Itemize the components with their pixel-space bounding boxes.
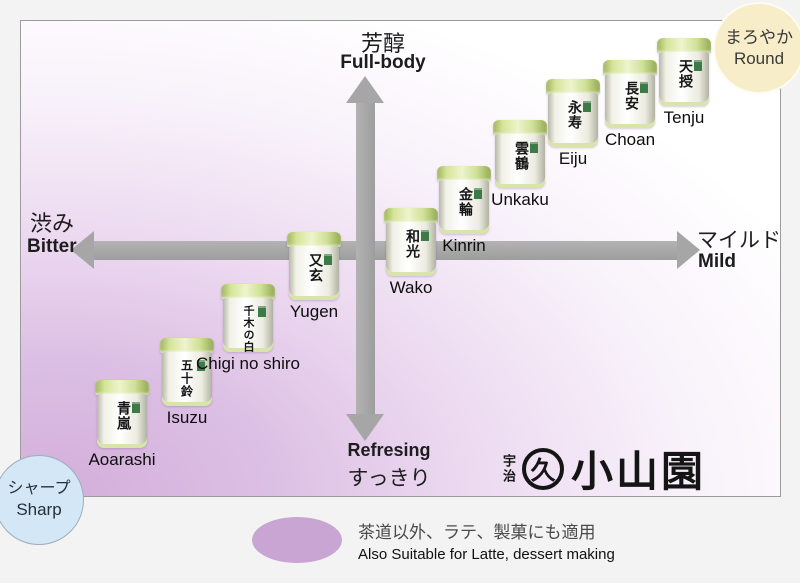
- arrowhead-left-icon: [71, 231, 94, 269]
- can-body: 永寿: [548, 93, 598, 147]
- can-kanji-label: 青嵐: [115, 401, 130, 431]
- matcha-can-icon: 雲鶴: [493, 120, 547, 188]
- product-kinrin: 金輪 Kinrin: [437, 166, 491, 255]
- footnote-en: Also Suitable for Latte, dessert making: [358, 545, 615, 563]
- matcha-can-icon: 五十鈴: [160, 338, 214, 406]
- axis-top-label-jp: 芳醇: [360, 31, 406, 56]
- can-lid: [657, 38, 711, 53]
- product-choan: 長安 Choan: [603, 60, 657, 149]
- can-lid: [160, 338, 214, 353]
- can-kanji-label: 長安: [623, 81, 638, 111]
- product-name-label: Eiju: [558, 149, 588, 168]
- axis-top-label-en: Full-body: [340, 52, 426, 73]
- sharp-corner-badge: シャープ Sharp: [0, 455, 84, 545]
- round-corner-badge: まろやか Round: [713, 2, 800, 94]
- logo-name-text: 小山園: [571, 450, 707, 496]
- can-lid: [384, 208, 438, 223]
- arrowhead-up-icon: [346, 76, 384, 103]
- product-isuzu: 五十鈴 Isuzu: [160, 338, 214, 427]
- arrowhead-down-icon: [346, 414, 384, 441]
- can-kanji-label: 五十鈴: [179, 359, 194, 398]
- product-name-label: Yugen: [289, 302, 339, 321]
- horizontal-axis-arrow: [93, 241, 678, 260]
- product-name-label: Choan: [604, 130, 656, 149]
- product-wako: 和光 Wako: [384, 208, 438, 297]
- matcha-seal-icon: [583, 101, 591, 112]
- matcha-can-icon: 金輪: [437, 166, 491, 234]
- can-body: 雲鶴: [495, 134, 545, 188]
- axis-right-label-jp: マイルド: [697, 229, 781, 252]
- can-kanji-label: 千木の白: [242, 305, 254, 353]
- footnote-ellipse-icon: [252, 517, 342, 563]
- product-name-label: Wako: [389, 278, 433, 297]
- can-body: 青嵐: [97, 394, 147, 448]
- logo-uji-text: 宇治: [501, 453, 516, 484]
- can-body: 長安: [605, 74, 655, 128]
- arrowhead-right-icon: [677, 231, 700, 269]
- logo-circle-kyu-icon: 久: [522, 447, 564, 490]
- footnote-jp: 茶道以外、ラテ、製菓にも適用: [358, 522, 596, 542]
- marukyu-koyamaen-logo: 宇治 久 小山園: [501, 438, 707, 499]
- axis-left-label-en: Bitter: [27, 236, 77, 257]
- footnote: 茶道以外、ラテ、製菓にも適用 Also Suitable for Latte, …: [252, 517, 615, 563]
- can-lid: [95, 380, 149, 395]
- can-kanji-label: 金輪: [457, 187, 472, 217]
- matcha-seal-icon: [132, 402, 140, 413]
- matcha-seal-icon: [640, 82, 648, 93]
- product-name-label: Isuzu: [166, 408, 208, 427]
- product-tenju: 天授 Tenju: [657, 38, 711, 127]
- product-yugen: 又玄 Yugen: [287, 232, 341, 321]
- matcha-seal-icon: [197, 360, 205, 371]
- sharp-badge-en: Sharp: [16, 500, 62, 520]
- product-name-label: Aoarashi: [88, 450, 156, 469]
- matcha-can-icon: 天授: [657, 38, 711, 106]
- matcha-can-icon: 永寿: [546, 79, 600, 147]
- sharp-badge-jp: シャープ: [7, 480, 71, 498]
- matcha-can-icon: 長安: [603, 60, 657, 128]
- matcha-can-icon: 青嵐: [95, 380, 149, 448]
- product-eiju: 永寿 Eiju: [546, 79, 600, 168]
- can-body: 五十鈴: [162, 352, 212, 406]
- matcha-seal-icon: [530, 142, 538, 153]
- product-name-label: Chigi no shiro: [196, 354, 300, 373]
- matcha-seal-icon: [694, 60, 702, 71]
- can-kanji-label: 永寿: [566, 100, 581, 130]
- product-name-label: Tenju: [663, 108, 705, 127]
- matcha-seal-icon: [324, 254, 332, 265]
- can-lid: [287, 232, 341, 247]
- can-lid: [221, 284, 275, 299]
- can-lid: [493, 120, 547, 135]
- axis-bottom-label-en: Refresing: [347, 440, 431, 460]
- matcha-can-icon: 又玄: [287, 232, 341, 300]
- can-lid: [603, 60, 657, 75]
- product-name-label: Unkaku: [491, 190, 549, 209]
- axis-right-label-en: Mild: [698, 251, 736, 272]
- can-body: 金輪: [439, 180, 489, 234]
- product-chigi-no-shiro: 千木の白 Chigi no shiro: [196, 284, 300, 373]
- can-lid: [546, 79, 600, 94]
- can-kanji-label: 雲鶴: [513, 141, 528, 171]
- product-unkaku: 雲鶴 Unkaku: [491, 120, 549, 209]
- matcha-seal-icon: [421, 230, 429, 241]
- can-body: 天授: [659, 52, 709, 106]
- product-aoarashi: 青嵐 Aoarashi: [88, 380, 156, 469]
- can-lid: [437, 166, 491, 181]
- matcha-seal-icon: [258, 306, 266, 317]
- can-kanji-label: 又玄: [307, 253, 322, 283]
- can-kanji-label: 和光: [404, 229, 419, 259]
- can-body: 千木の白: [223, 298, 273, 353]
- vertical-axis-arrow: [356, 102, 375, 420]
- can-kanji-label: 天授: [677, 59, 692, 89]
- round-badge-en: Round: [733, 49, 785, 68]
- product-name-label: Kinrin: [442, 236, 486, 255]
- matcha-can-icon: 千木の白: [221, 284, 275, 353]
- can-body: 又玄: [289, 246, 339, 300]
- round-badge-jp: まろやか: [725, 27, 793, 47]
- axis-bottom-label-jp: すっきり: [347, 467, 431, 490]
- can-body: 和光: [386, 222, 436, 276]
- matcha-seal-icon: [474, 188, 482, 199]
- axis-left-label-jp: 渋み: [30, 211, 75, 236]
- matcha-can-icon: 和光: [384, 208, 438, 276]
